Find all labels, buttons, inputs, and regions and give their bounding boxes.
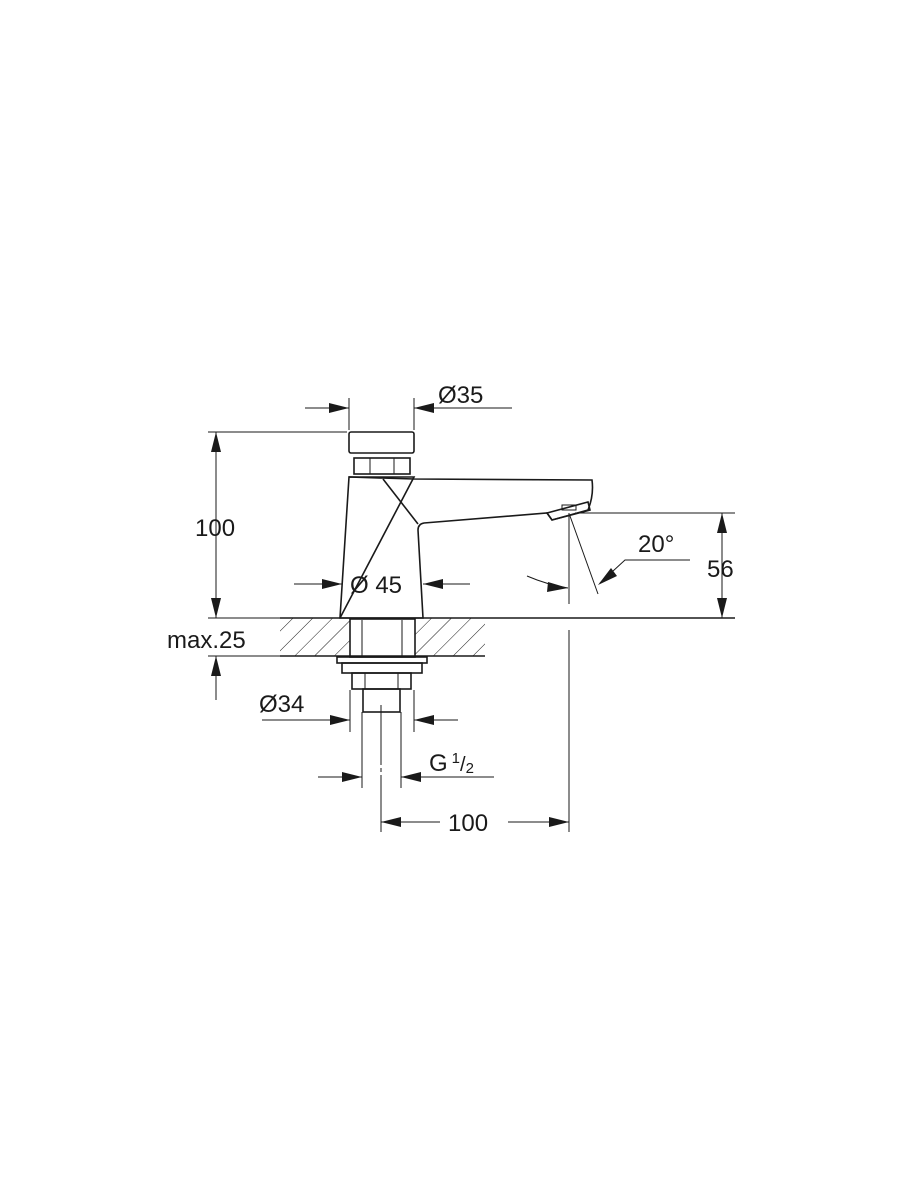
countertop (280, 617, 735, 657)
tap-body (339, 431, 594, 619)
body-diameter-label: Ø 45 (350, 572, 402, 599)
projection-label: 100 (448, 810, 488, 837)
spout-angle-label: 20° (638, 531, 674, 558)
total-height-label: 100 (195, 515, 235, 542)
counter-thickness-label: max.25 (167, 627, 246, 654)
dimension-lines (208, 398, 735, 832)
button-diameter-label: Ø35 (438, 382, 483, 409)
shank-diameter-label: Ø34 (259, 691, 304, 718)
spout-height-label: 56 (707, 556, 734, 583)
shank-assembly (336, 618, 428, 832)
